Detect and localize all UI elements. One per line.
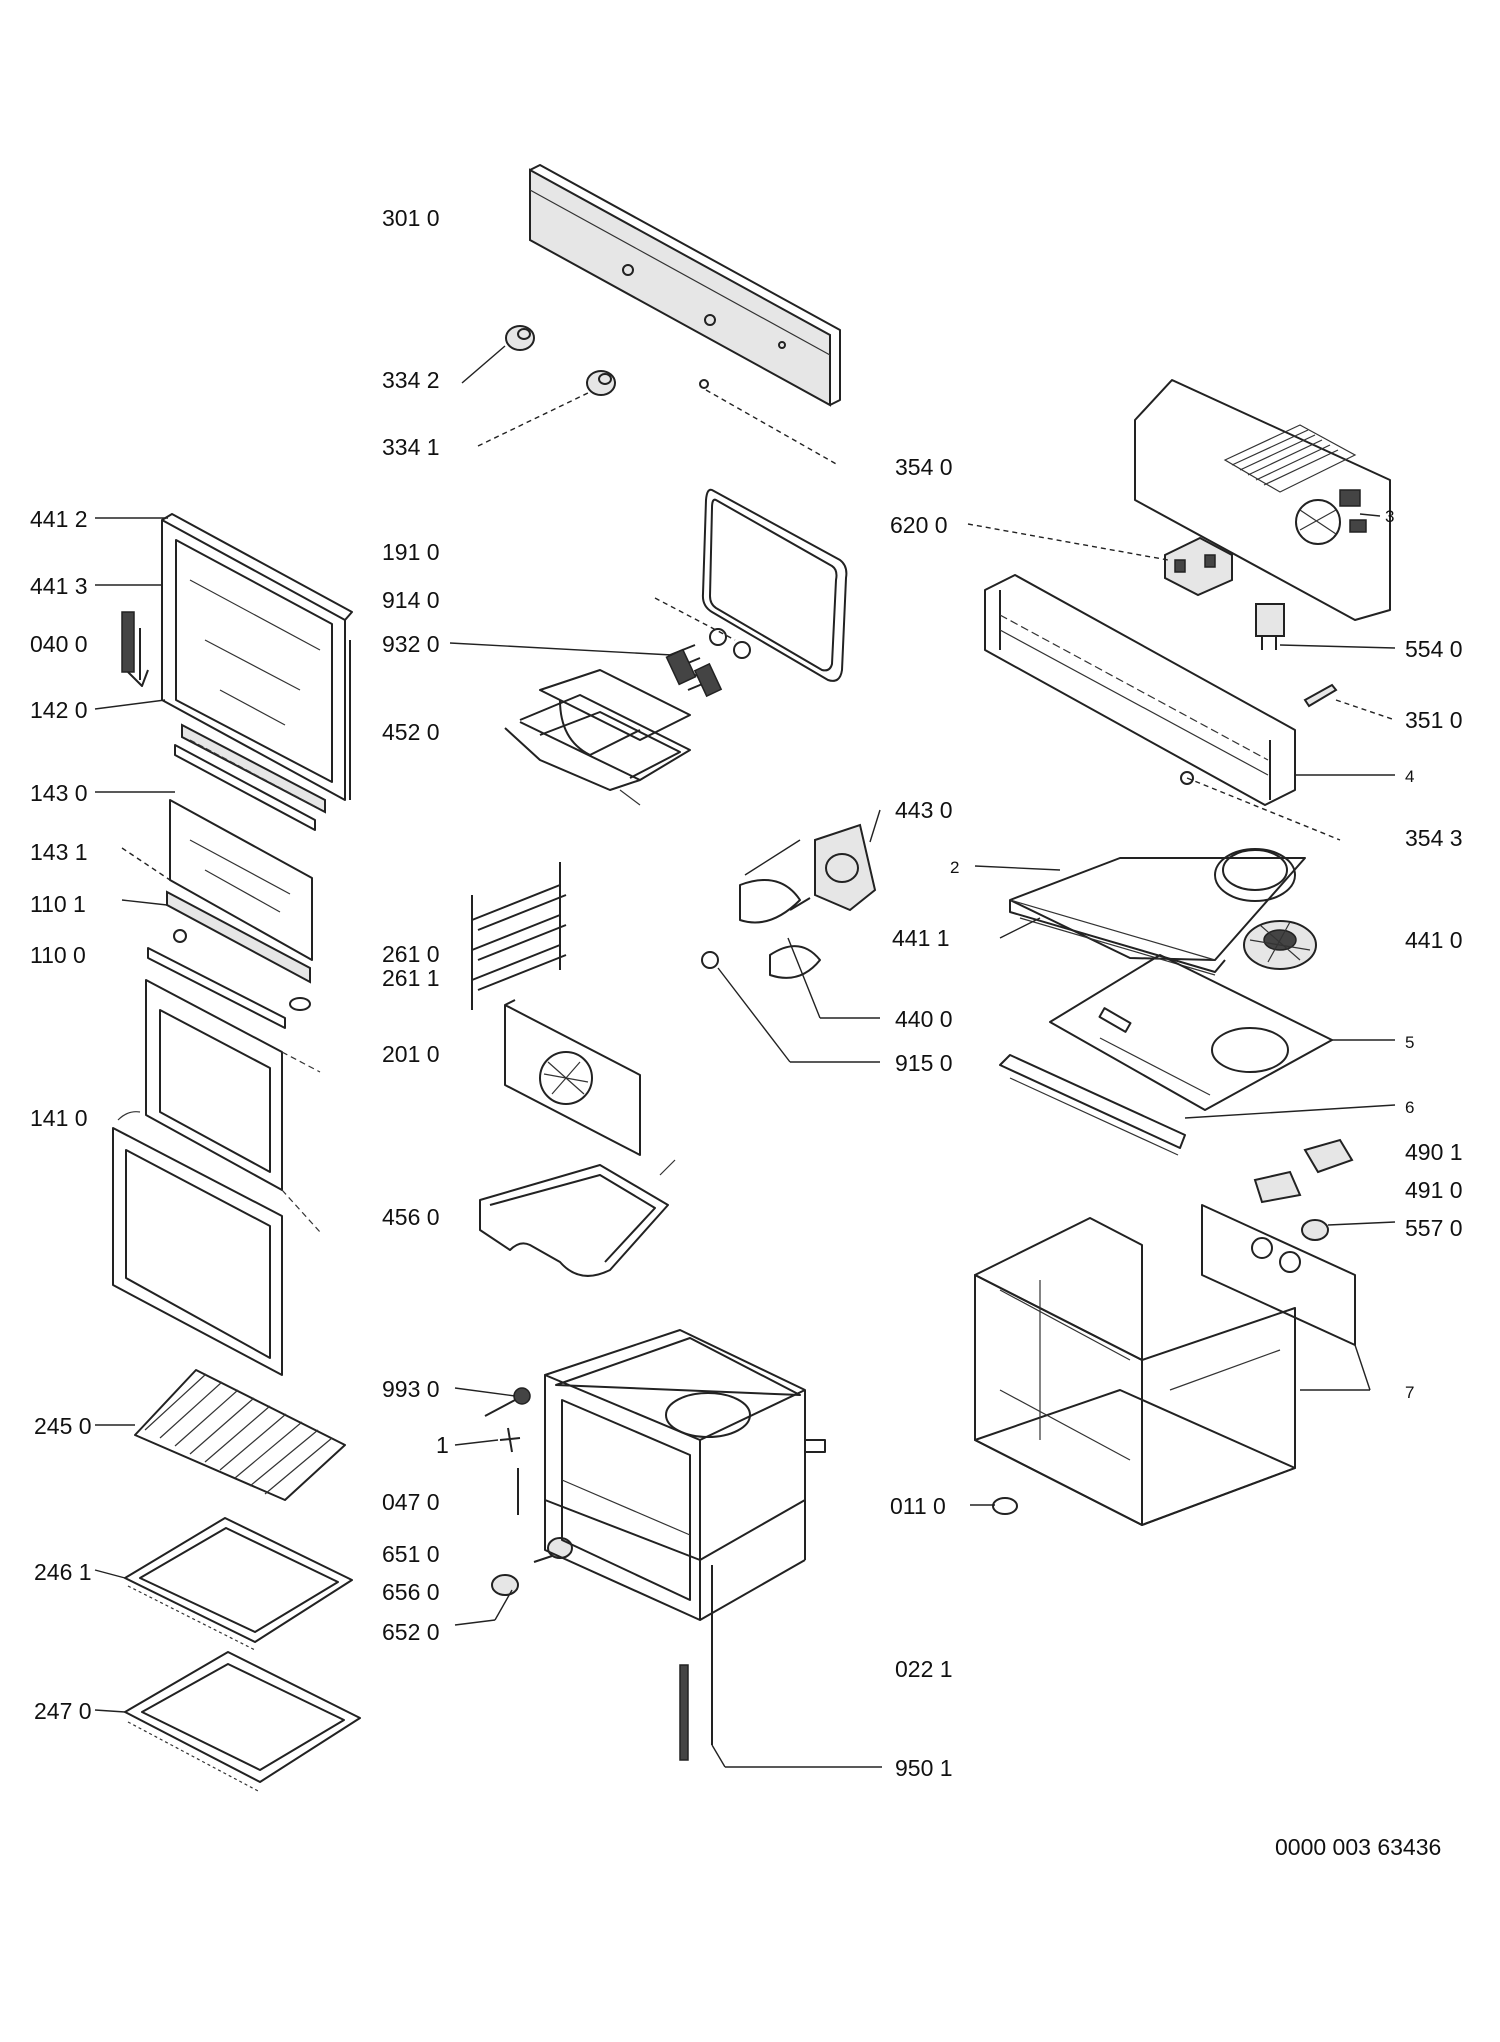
baking-tray-part [124, 1517, 353, 1651]
outer-casing-part [974, 1204, 1356, 1526]
label-490-1: 490 1 [1405, 1139, 1463, 1165]
label-354-0: 354 0 [895, 454, 953, 480]
label-4: 4 [1405, 767, 1414, 786]
label-6: 6 [1405, 1098, 1414, 1117]
label-354-3: 354 3 [1405, 825, 1463, 851]
fan-cover-part [504, 999, 641, 1156]
label-191-0: 191 0 [382, 539, 440, 565]
cooling-housing-part [1134, 379, 1391, 621]
label-143-1: 143 1 [30, 839, 88, 865]
label-2: 2 [950, 858, 959, 877]
label-914-0: 914 0 [382, 587, 440, 613]
label-652-0: 652 0 [382, 1619, 440, 1645]
label-011-0: 011 0 [890, 1493, 946, 1519]
leader-lines [94, 345, 1396, 1768]
part-number-labels: 301 0 334 2 334 1 354 0 441 2 441 3 040 … [30, 205, 1463, 1860]
side-strip-parts [679, 1565, 713, 1761]
label-142-0: 142 0 [30, 697, 88, 723]
oven-cavity-part [544, 1329, 826, 1621]
label-143-0: 143 0 [30, 780, 88, 806]
label-3: 3 [1385, 507, 1394, 526]
door-strip-part [174, 723, 326, 831]
label-441-3: 441 3 [30, 573, 88, 599]
bottom-strip-part [999, 1054, 1186, 1156]
label-351-0: 351 0 [1405, 707, 1463, 733]
label-7: 7 [1405, 1383, 1414, 1402]
deep-tray-part [124, 1651, 361, 1793]
label-1: 1 [436, 1432, 449, 1458]
door-frame-part [161, 513, 353, 801]
label-301-0: 301 0 [382, 205, 440, 231]
control-panel-part [529, 164, 841, 407]
label-110-1: 110 1 [30, 891, 86, 917]
lamp-parts [1253, 1138, 1354, 1241]
label-932-0: 932 0 [382, 631, 440, 657]
pin-part [1303, 683, 1338, 708]
door-outer-part [112, 979, 321, 1376]
air-duct-cover-part [1049, 954, 1333, 1111]
label-201-0: 201 0 [382, 1041, 440, 1067]
label-651-0: 651 0 [382, 1541, 440, 1567]
label-441-1: 441 1 [892, 925, 950, 951]
knob-parts [505, 325, 709, 396]
label-456-0: 456 0 [382, 1204, 440, 1230]
label-5: 5 [1405, 1033, 1414, 1052]
top-cover-part [1009, 848, 1306, 976]
shelf-support-part [471, 862, 567, 1010]
label-141-0: 141 0 [30, 1105, 88, 1131]
heating-element-part [479, 1159, 676, 1277]
thermostat-part [1255, 603, 1285, 650]
wire-rack-part [134, 1369, 346, 1501]
label-452-0: 452 0 [382, 719, 440, 745]
label-261-0: 261 0 [382, 941, 440, 967]
label-441-0: 441 0 [1405, 927, 1463, 953]
label-443-0: 443 0 [895, 797, 953, 823]
label-491-0: 491 0 [1405, 1177, 1463, 1203]
label-993-0: 993 0 [382, 1376, 440, 1402]
door-bar-part [147, 890, 311, 1029]
label-334-2: 334 2 [382, 367, 440, 393]
label-245-0: 245 0 [34, 1413, 92, 1439]
grill-element-part [504, 628, 751, 806]
fan-wheel-part [1243, 920, 1317, 970]
label-247-0: 247 0 [34, 1698, 92, 1724]
label-440-0: 440 0 [895, 1006, 953, 1032]
label-261-1: 261 1 [382, 965, 440, 991]
label-047-0: 047 0 [382, 1489, 440, 1515]
label-040-0: 040 0 [30, 631, 88, 657]
label-554-0: 554 0 [1405, 636, 1463, 662]
document-number: 0000 003 63436 [1275, 1834, 1441, 1860]
switch-block-part [1164, 536, 1233, 597]
label-246-1: 246 1 [34, 1559, 92, 1585]
label-620-0: 620 0 [890, 512, 948, 538]
label-557-0: 557 0 [1405, 1215, 1463, 1241]
oven-seal-part [701, 488, 848, 682]
fan-motor-assembly-part [701, 823, 877, 979]
label-022-1: 022 1 [895, 1656, 953, 1682]
door-hinge-part [121, 611, 149, 687]
label-915-0: 915 0 [895, 1050, 953, 1076]
small-hardware-parts [484, 1387, 573, 1596]
front-frame-part [984, 574, 1296, 806]
label-334-1: 334 1 [382, 434, 440, 460]
label-110-0: 110 0 [30, 942, 86, 968]
label-656-0: 656 0 [382, 1579, 440, 1605]
label-950-1: 950 1 [895, 1755, 953, 1781]
door-glass-inner-part [169, 799, 313, 961]
label-441-2: 441 2 [30, 506, 88, 532]
